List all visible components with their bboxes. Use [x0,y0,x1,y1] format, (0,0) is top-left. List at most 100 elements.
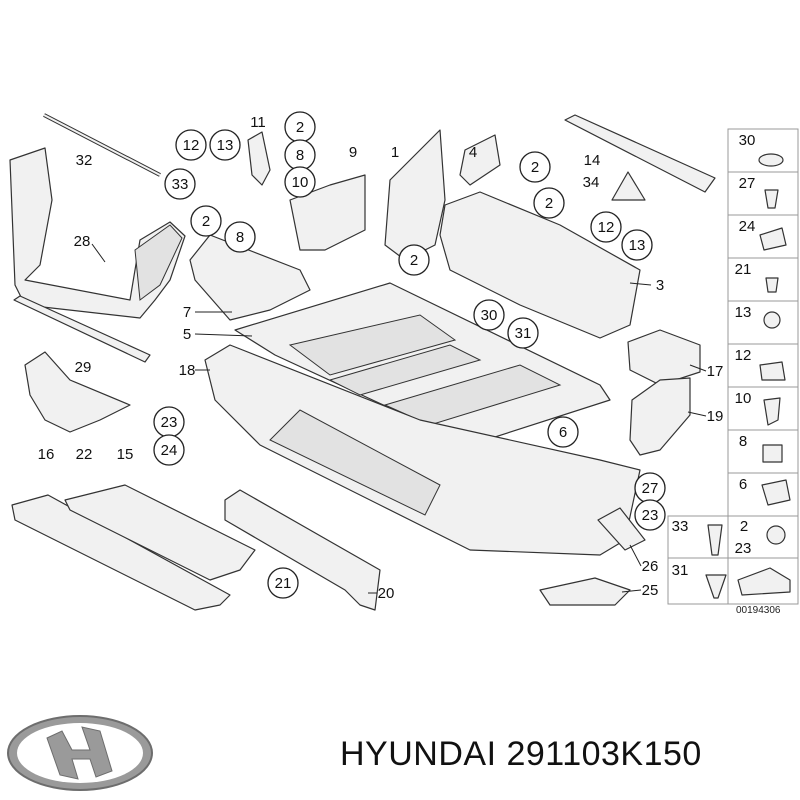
callout-circle [284,166,316,198]
callout-number: 2 [545,195,553,212]
callout-number: 19 [707,408,724,425]
part-shapes [9,113,716,611]
callout-2e: 2 [398,244,430,276]
callout-9: 9 [349,144,357,161]
callout-number: 5 [183,326,191,343]
part-number: 291103K150 [506,735,702,773]
callout-31a: 31 [507,317,539,349]
callout-5: 5 [183,326,191,343]
callout-number: 13 [629,237,646,254]
callout-circle [621,229,653,261]
part-16-strip [11,494,231,611]
callout-number: 28 [74,233,91,250]
callout-17: 17 [707,363,724,380]
callout-2c: 2 [533,187,565,219]
callout-number: 8 [296,147,304,164]
part-20-strip [224,489,381,611]
callout-12b: 12 [590,211,622,243]
callout-2d: 2 [190,205,222,237]
callout-circle [190,205,222,237]
callout-number: 34 [583,174,600,191]
callout-circle [507,317,539,349]
callout-29: 29 [75,359,92,376]
callout-28: 28 [74,233,91,250]
callout-3: 3 [656,277,664,294]
part-11-clip [247,131,271,186]
callout-11: 11 [250,114,266,131]
callout-19: 19 [707,408,724,425]
callout-24: 24 [153,434,185,466]
part-3-duct [439,191,641,339]
part-29-strip [13,295,151,363]
part-1-duct [384,129,446,261]
callout-number: 23 [161,414,178,431]
callout-22: 22 [76,446,93,463]
callout-number: 27 [642,480,659,497]
table-label-t31: 31 [672,562,689,579]
callout-number: 14 [584,152,601,169]
callout-2b: 2 [519,151,551,183]
table-label-t6: 6 [739,476,747,493]
callout-10a: 10 [284,166,316,198]
callout-number: 3 [656,277,664,294]
callout-circle [519,151,551,183]
callout-circle [153,434,185,466]
callout-number: 20 [378,585,395,602]
callout-number: 2 [410,252,418,269]
callout-number: 24 [161,442,178,459]
callout-4: 4 [469,144,477,161]
callout-number: 33 [172,176,189,193]
callout-1: 1 [391,144,399,161]
callout-number: 29 [75,359,92,376]
callout-15: 15 [117,446,134,463]
part-22-bracket [24,351,131,433]
table-label-t27: 27 [739,175,756,192]
callout-circle [590,211,622,243]
callout-number: 9 [349,144,357,161]
part-4-part [459,134,501,186]
hardware-table [667,128,799,605]
callout-number: 1 [391,144,399,161]
table-label-t8: 8 [739,433,747,450]
part-26-clip [597,507,646,551]
callout-number: 17 [707,363,724,380]
table-label-t23: 23 [735,540,752,557]
callout-number: 12 [598,219,615,236]
callout-number: 21 [275,575,292,592]
callout-8a: 8 [284,139,316,171]
callout-circle [209,129,241,161]
callout-8b: 8 [224,221,256,253]
callout-number: 13 [217,137,234,154]
part-14-bar [564,114,716,193]
footer-part-label: HYUNDAI 291103K150 [340,735,702,774]
callout-number: 7 [183,304,191,321]
callout-number: 23 [642,507,659,524]
callout-13a: 13 [209,129,241,161]
callout-14: 14 [584,152,601,169]
callout-number: 12 [183,137,200,154]
callout-13b: 13 [621,229,653,261]
part-15-cover [64,484,256,581]
callout-circle [267,567,299,599]
table-label-t10: 10 [735,390,752,407]
callout-20: 20 [378,585,395,602]
part-34-label [611,171,646,201]
callout-number: 22 [76,446,93,463]
callout-circle [164,168,196,200]
callout-32: 32 [76,152,93,169]
drawing-code: 00194306 [736,605,781,616]
callout-circle [398,244,430,276]
callout-number: 30 [481,307,498,324]
table-label-t33: 33 [672,518,689,535]
callout-circle [547,416,579,448]
callout-number: 11 [250,114,266,131]
callout-circle [533,187,565,219]
callout-number: 31 [515,325,532,342]
callout-number: 6 [559,424,567,441]
callout-23b: 23 [634,499,666,531]
part-19-duct [629,377,691,456]
callout-number: 4 [469,144,477,161]
callout-27a: 27 [634,472,666,504]
